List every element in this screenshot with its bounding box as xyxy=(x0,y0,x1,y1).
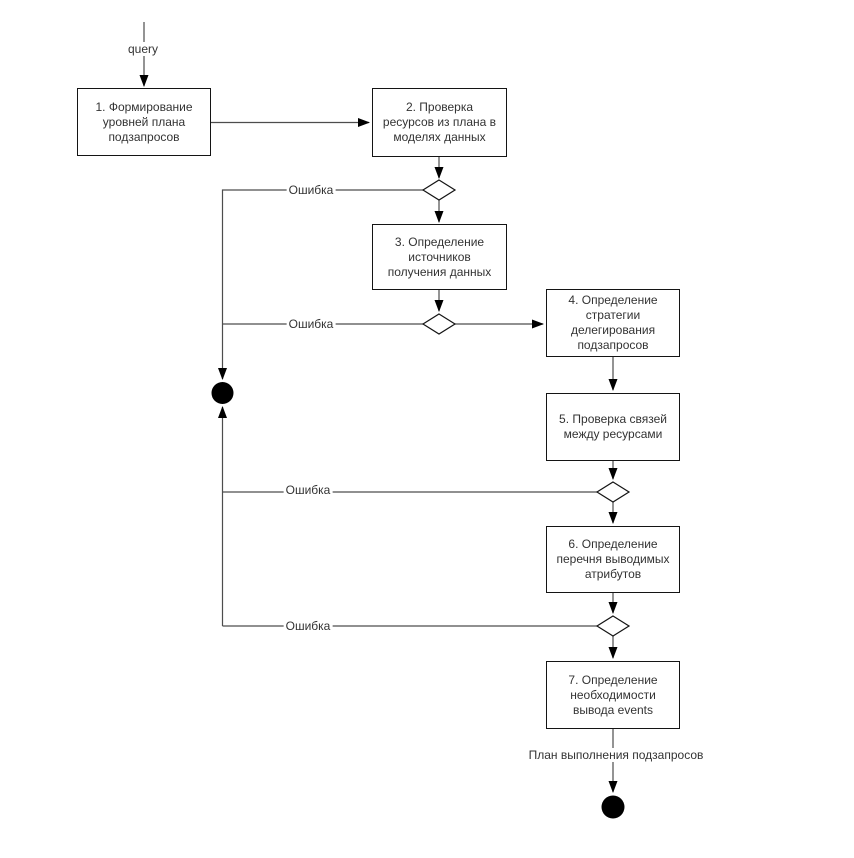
activity-box-5-label: 5. Проверка связей между ресурсами xyxy=(559,412,667,441)
decision-diamond-2 xyxy=(421,313,457,335)
activity-box-1-label: 1. Формирование уровней плана подзапросо… xyxy=(95,99,193,144)
activity-box-2: 2. Проверка ресурсов из плана в моделях … xyxy=(372,88,507,157)
activity-box-1: 1. Формирование уровней плана подзапросо… xyxy=(77,88,211,156)
edge-label-error-4: Ошибка xyxy=(283,619,333,633)
activity-box-6: 6. Определение перечня выводимых атрибут… xyxy=(546,526,680,593)
error-terminal-node xyxy=(211,382,234,404)
activity-box-3: 3. Определение источников получения данн… xyxy=(372,224,507,290)
activity-box-4-label: 4. Определение стратегии делегирования п… xyxy=(568,293,658,352)
decision-diamond-3 xyxy=(595,481,631,503)
activity-box-5: 5. Проверка связей между ресурсами xyxy=(546,393,680,461)
activity-box-3-label: 3. Определение источников получения данн… xyxy=(387,234,492,279)
decision-diamond-4 xyxy=(595,615,631,637)
activity-box-2-label: 2. Проверка ресурсов из плана в моделях … xyxy=(382,100,497,144)
activity-box-4: 4. Определение стратегии делегирования п… xyxy=(546,289,680,357)
edge-label-result: План выполнения подзапросов xyxy=(526,748,706,762)
edge-decision1-error xyxy=(218,189,423,380)
edge-label-query: query xyxy=(125,42,161,56)
activity-box-7: 7. Определение необходимости вывода even… xyxy=(546,661,680,729)
edge-label-error-3: Ошибка xyxy=(283,483,333,497)
decision-diamond-1 xyxy=(421,179,457,201)
edge-label-error-2: Ошибка xyxy=(286,317,336,331)
activity-box-6-label: 6. Определение перечня выводимых атрибут… xyxy=(556,537,670,581)
edge-label-error-1: Ошибка xyxy=(286,183,336,197)
final-terminal-node xyxy=(601,795,625,819)
activity-box-7-label: 7. Определение необходимости вывода even… xyxy=(568,672,658,717)
